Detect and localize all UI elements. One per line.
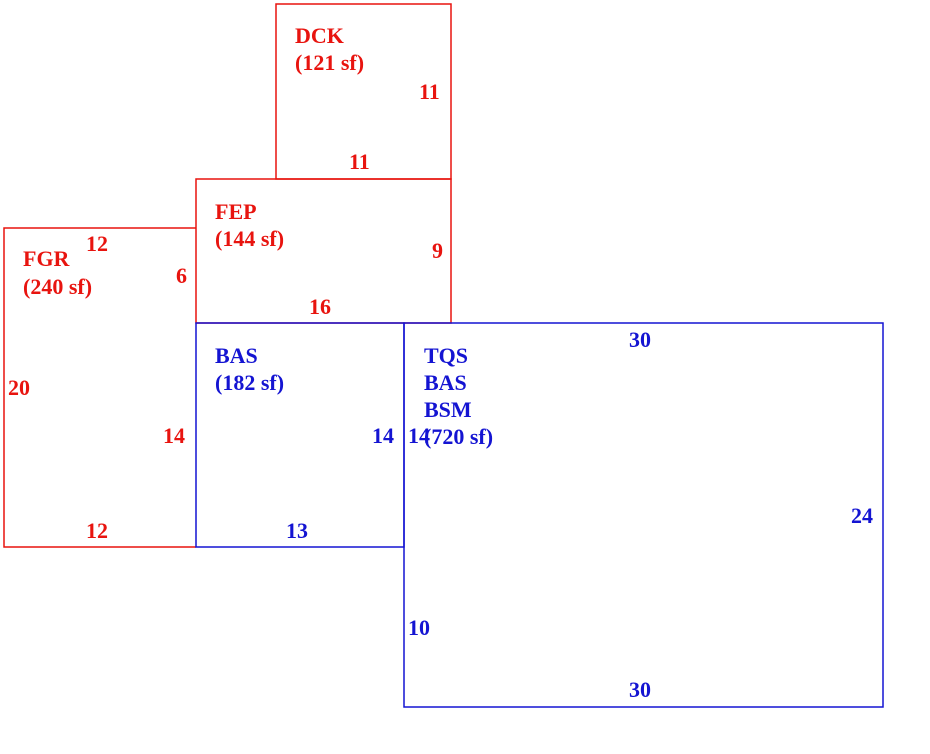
main-dim-right: 24	[851, 503, 873, 528]
bas-dim-bottom: 13	[286, 518, 308, 543]
fep-area-label: (144 sf)	[215, 226, 284, 251]
fep-code-label: FEP	[215, 199, 257, 224]
main-code-label-2: BAS	[424, 370, 467, 395]
fgr-dim-left: 20	[8, 375, 30, 400]
fgr-dim-top: 12	[86, 231, 108, 256]
fep-dim-bottom: 16	[309, 294, 331, 319]
fgr-dim-bottom: 12	[86, 518, 108, 543]
main-code-label-3: BSM	[424, 397, 472, 422]
fgr-code-label: FGR	[23, 246, 71, 271]
bas-code-label: BAS	[215, 343, 258, 368]
main-dim-left-lower: 10	[408, 615, 430, 640]
fgr-outline	[3, 227, 196, 548]
bas-dim-right: 14	[372, 423, 394, 448]
dck-dim-right: 11	[419, 79, 440, 104]
main-dim-top: 30	[629, 327, 651, 352]
dck-area-label: (121 sf)	[295, 50, 364, 75]
main-area-outline	[403, 322, 884, 708]
main-dim-left-upper: 14	[408, 423, 430, 448]
main-area-label: (720 sf)	[424, 424, 493, 449]
fep-dim-right: 9	[432, 238, 443, 263]
dck-code-label: DCK	[295, 23, 344, 48]
dck-dim-bottom: 11	[349, 149, 370, 174]
fgr-dim-right-lower: 14	[163, 423, 185, 448]
main-code-label-1: TQS	[424, 343, 468, 368]
main-dim-bottom: 30	[629, 677, 651, 702]
bas-area-label: (182 sf)	[215, 370, 284, 395]
fgr-dim-right-upper: 6	[176, 263, 187, 288]
fgr-area-label: (240 sf)	[23, 274, 92, 299]
